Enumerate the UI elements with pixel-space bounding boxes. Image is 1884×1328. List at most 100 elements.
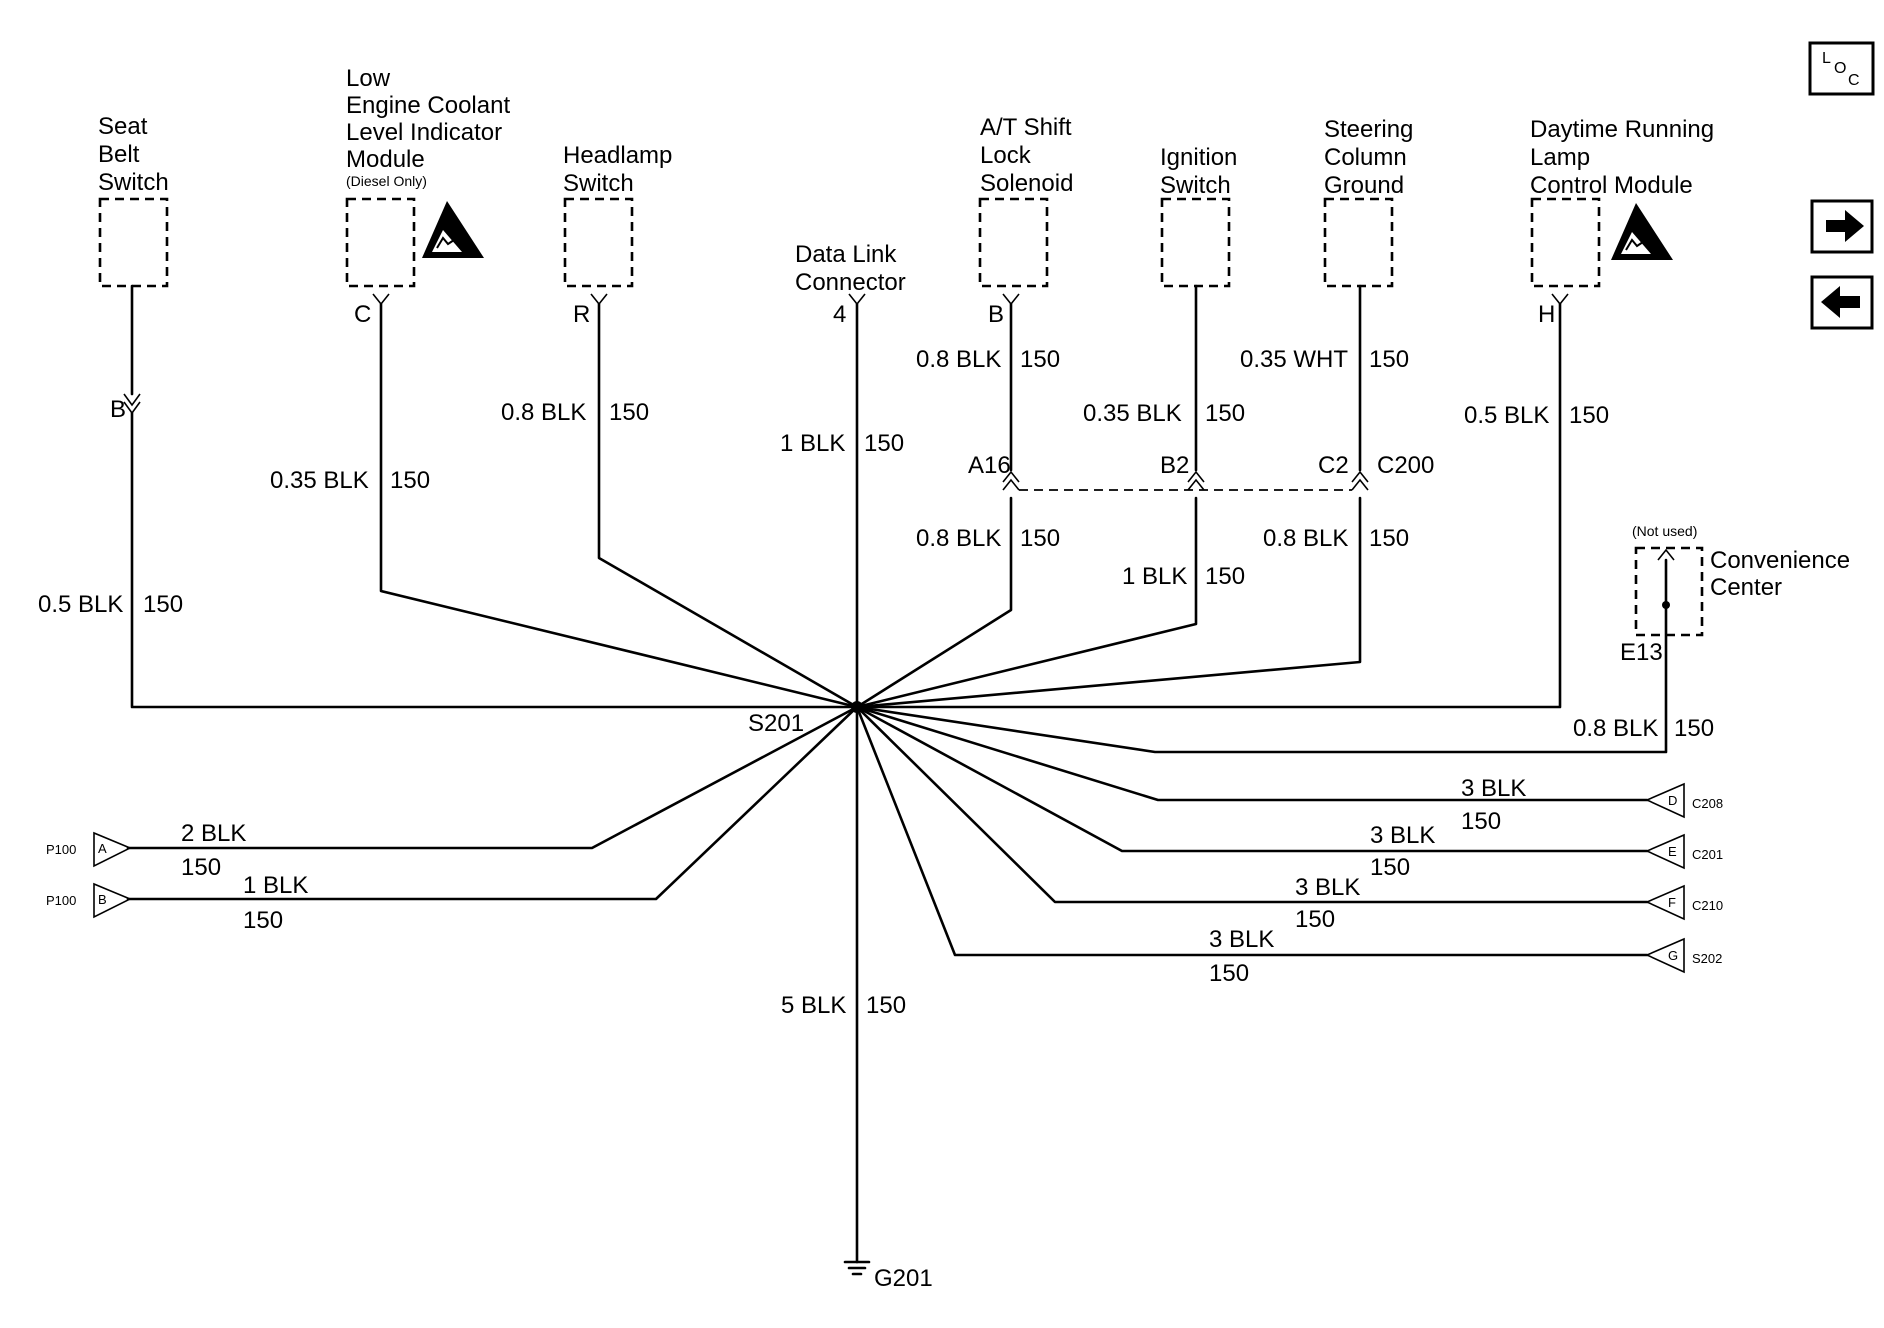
svg-text:150: 150 [1205,563,1245,590]
svg-text:O: O [1834,60,1846,77]
svg-text:3 BLK: 3 BLK [1295,874,1360,901]
svg-text:5 BLK: 5 BLK [781,992,846,1019]
convenience-center-box [1634,546,1704,637]
at-shift-lock-box [978,197,1049,288]
pin-terminals [123,293,1675,561]
svg-text:150: 150 [866,992,906,1019]
low-coolant-module-box [345,197,416,288]
splice-s201 [851,701,863,713]
headlamp-switch-label: Headlamp Switch [563,142,679,197]
dlc-pin: 4 [833,301,846,328]
svg-text:0.5 BLK: 0.5 BLK [38,591,123,618]
svg-text:G: G [1668,948,1678,963]
svg-text:C201: C201 [1692,847,1723,862]
wire-harness [126,284,1668,1264]
svg-text:3 BLK: 3 BLK [1209,926,1274,953]
ignition-switch-label: Ignition Switch [1160,144,1244,199]
headlamp-pin: R [573,301,590,328]
svg-text:150: 150 [1020,525,1060,552]
connector-a16: A16 [968,452,1011,479]
svg-text:0.35 BLK: 0.35 BLK [270,467,369,494]
drl-module-box [1530,197,1601,288]
headlamp-switch-box [563,197,634,288]
arrow-left-icon[interactable] [1810,275,1874,330]
splice-label: S201 [748,710,804,737]
svg-text:0.8 BLK: 0.8 BLK [916,346,1001,373]
connector-b2: B2 [1160,452,1189,479]
esd-warning-icon [1611,203,1673,260]
svg-text:150: 150 [390,467,430,494]
seat-belt-switch-label: Seat Belt Switch [98,113,169,196]
svg-text:2 BLK: 2 BLK [181,820,246,847]
diesel-only-note: (Diesel Only) [346,173,427,189]
svg-text:0.5 BLK: 0.5 BLK [1464,402,1549,429]
svg-text:E: E [1668,844,1677,859]
svg-text:0.8 BLK: 0.8 BLK [916,525,1001,552]
steering-column-ground-box [1323,197,1394,288]
connector-c200: C200 [1377,452,1434,479]
svg-text:3 BLK: 3 BLK [1370,822,1435,849]
convenience-center-label: Convenience Center [1710,547,1857,601]
svg-text:150: 150 [1461,808,1501,835]
inline-connectors [1002,470,1369,491]
connector-c201: E C201 [1645,833,1723,870]
ground-icon [843,1260,871,1276]
svg-text:L: L [1822,50,1831,67]
connector-p100-a: A P100 [46,831,132,868]
svg-text:F: F [1668,895,1676,910]
svg-text:1 BLK: 1 BLK [1122,563,1187,590]
seat-belt-pin: B [110,396,126,423]
svg-text:0.35 BLK: 0.35 BLK [1083,400,1182,427]
svg-text:A: A [98,841,107,856]
low-coolant-pin: C [354,301,371,328]
svg-text:P100: P100 [46,893,76,908]
esd-warning-icon [422,201,484,258]
svg-text:P100: P100 [46,842,76,857]
svg-text:0.8 BLK: 0.8 BLK [501,399,586,426]
svg-text:150: 150 [243,907,283,934]
svg-text:150: 150 [1569,402,1609,429]
svg-text:1 BLK: 1 BLK [243,872,308,899]
drl-pin: H [1538,301,1555,328]
svg-text:150: 150 [864,430,904,457]
svg-text:150: 150 [1370,854,1410,881]
svg-text:150: 150 [1020,346,1060,373]
ground-label: G201 [874,1265,933,1292]
connector-p100-b: B P100 [46,882,132,919]
svg-text:C208: C208 [1692,796,1723,811]
svg-text:0.8 BLK: 0.8 BLK [1573,715,1658,742]
wire-labels: 0.5 BLK 150 0.35 BLK 150 0.8 BLK 150 1 B… [38,346,1714,1019]
connector-s202: G S202 [1645,937,1722,974]
svg-text:C210: C210 [1692,898,1723,913]
convenience-pin: E13 [1620,639,1663,666]
svg-text:S202: S202 [1692,951,1722,966]
convenience-splice [1662,601,1670,609]
location-icon[interactable]: L O C [1808,41,1875,96]
at-shift-pin: B [988,301,1004,328]
svg-text:150: 150 [1205,400,1245,427]
steering-column-ground-label: Steering Column Ground [1324,116,1420,199]
svg-text:C: C [1848,72,1860,89]
svg-text:1 BLK: 1 BLK [780,430,845,457]
svg-text:0.35 WHT: 0.35 WHT [1240,346,1348,373]
svg-text:150: 150 [1674,715,1714,742]
arrow-right-icon[interactable] [1810,199,1874,254]
connector-c2: C2 [1318,452,1349,479]
svg-text:B: B [98,892,107,907]
svg-text:150: 150 [181,854,221,881]
svg-text:3 BLK: 3 BLK [1461,775,1526,802]
seat-belt-switch-box [98,197,169,288]
svg-text:150: 150 [1209,960,1249,987]
connector-c208: D C208 [1645,782,1723,819]
at-shift-lock-label: A/T Shift Lock Solenoid [980,114,1078,197]
svg-text:150: 150 [143,591,183,618]
svg-text:150: 150 [609,399,649,426]
svg-text:D: D [1668,793,1677,808]
data-link-connector-label: Data Link Connector [795,241,906,296]
svg-text:150: 150 [1369,346,1409,373]
connector-c210: F C210 [1645,884,1723,921]
ignition-switch-box [1160,197,1231,288]
not-used-note: (Not used) [1632,523,1697,539]
low-coolant-module-label: Low Engine Coolant Level Indicator Modul… [346,65,517,173]
